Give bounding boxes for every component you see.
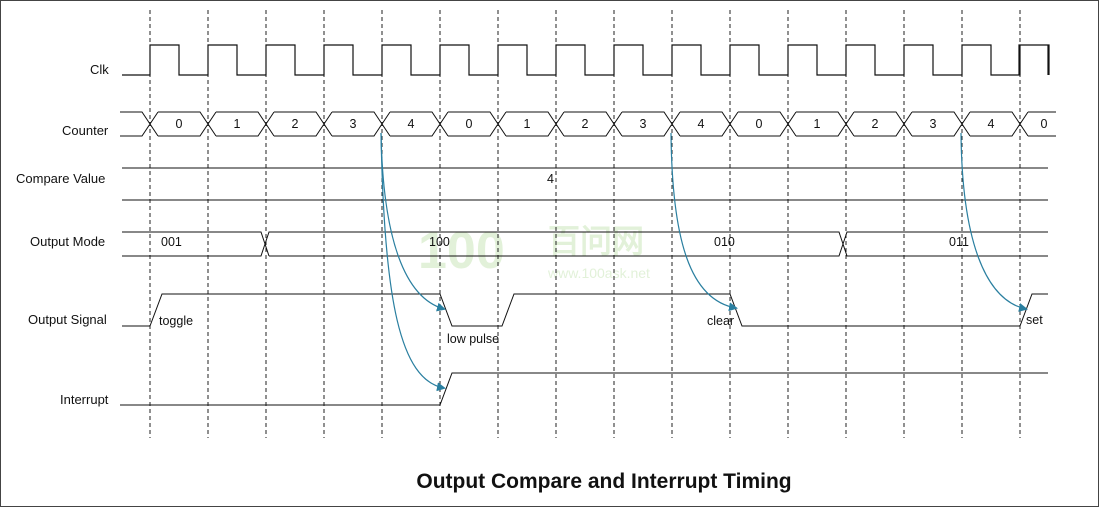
output-signal-wave: toggle low pulse clear set	[122, 293, 1048, 346]
counter-value: 4	[408, 117, 415, 131]
diagram-title: Output Compare and Interrupt Timing	[416, 470, 791, 493]
cause-arrows	[380, 132, 1028, 392]
watermark-url: www.100ask.net	[547, 265, 650, 281]
interrupt-waveform	[120, 372, 1048, 406]
counter-value: 0	[756, 117, 763, 131]
note-set: set	[1026, 313, 1043, 327]
arrow-to-set	[960, 132, 1028, 312]
output-signal-label: Output Signal	[28, 312, 107, 327]
note-toggle: toggle	[159, 314, 193, 328]
counter-value: 3	[350, 117, 357, 131]
counter-value: 1	[524, 117, 531, 131]
counter-value: 1	[814, 117, 821, 131]
note-clear: clear	[707, 314, 734, 328]
output-mode-bus: 001 100 010 011	[122, 231, 1048, 257]
clk-label: Clk	[90, 62, 109, 77]
arrow-to-clear	[670, 132, 738, 312]
counter-label: Counter	[62, 123, 109, 138]
compare-value-label: Compare Value	[16, 171, 105, 186]
counter-value: 0	[466, 117, 473, 131]
interrupt-label: Interrupt	[60, 392, 109, 407]
compare-value-bus: 4	[122, 167, 1048, 201]
counter-value: 2	[292, 117, 299, 131]
output-mode-value-4: 011	[949, 235, 969, 249]
output-mode-value-1: 001	[161, 235, 182, 249]
counter-value: 4	[988, 117, 995, 131]
watermark-logo: 100	[418, 222, 505, 280]
counter-value: 2	[582, 117, 589, 131]
counter-value: 3	[640, 117, 647, 131]
arrow-to-interrupt	[380, 132, 446, 392]
counter-value: 2	[872, 117, 879, 131]
watermark-chinese: 百问网	[548, 223, 644, 259]
counter-value: 4	[698, 117, 705, 131]
watermark: 100 百问网 www.100ask.net	[418, 222, 650, 281]
counter-bus-outline	[120, 111, 1056, 137]
counter-value: 0	[176, 117, 183, 131]
counter-value: 3	[930, 117, 937, 131]
counter-bus: 0 1 2 3 4 0 1 2 3 4 0 1 2 3 4 0	[120, 111, 1056, 137]
counter-value: 1	[234, 117, 241, 131]
counter-value: 0	[1041, 117, 1048, 131]
clock-guides	[149, 10, 1021, 438]
output-mode-value-3: 010	[714, 235, 735, 249]
clk-waveform	[122, 44, 1050, 76]
note-low-pulse: low pulse	[447, 332, 499, 346]
arrow-to-low-pulse	[380, 132, 446, 312]
output-mode-label: Output Mode	[30, 234, 105, 249]
compare-value: 4	[547, 172, 554, 186]
output-mode-value-2: 100	[429, 235, 450, 249]
